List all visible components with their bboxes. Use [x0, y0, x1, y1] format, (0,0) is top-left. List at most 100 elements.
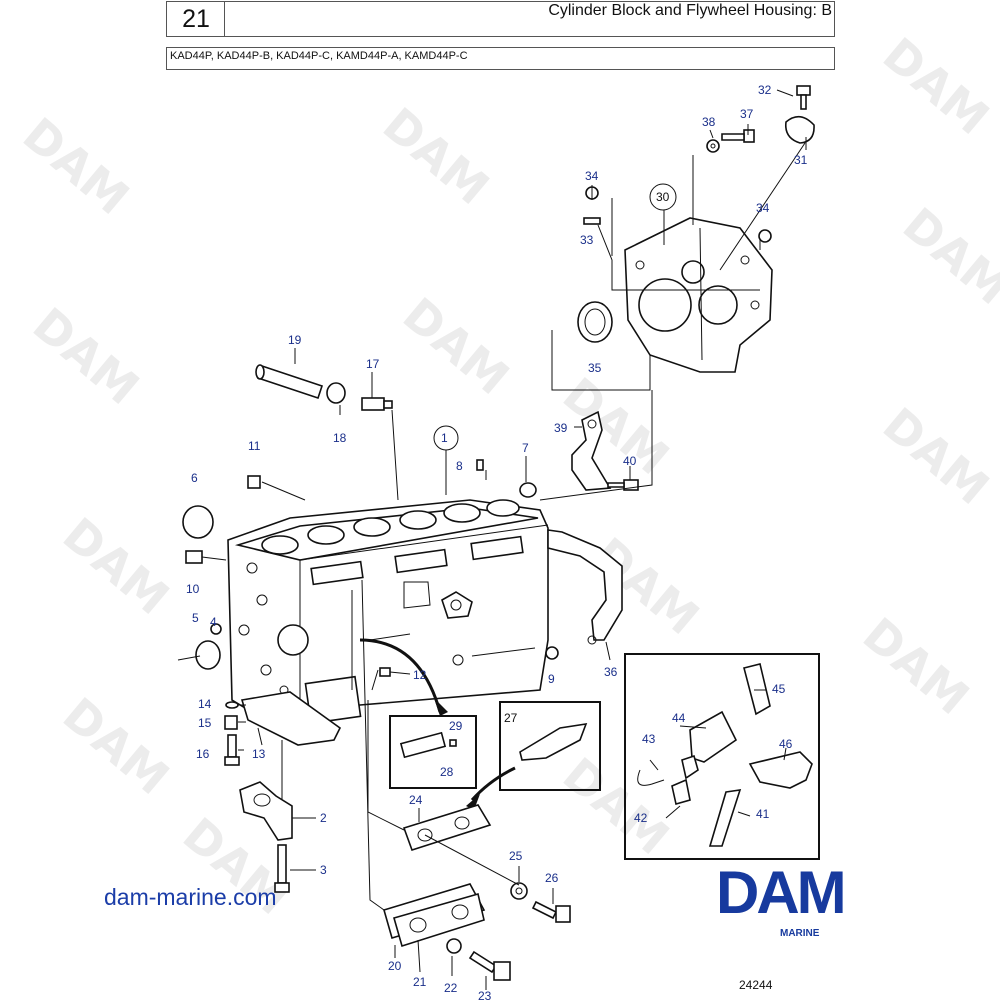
- callout-28: 28: [440, 765, 454, 779]
- section-number: 21: [182, 5, 210, 33]
- callout-12: 12: [413, 668, 427, 682]
- plug-4: [210, 623, 222, 635]
- model-list: KAD44P, KAD44P-B, KAD44P-C, KAMD44P-A, K…: [170, 50, 468, 62]
- watermark: DAM: [553, 747, 679, 865]
- bolt-40: [607, 479, 639, 491]
- callout-41: 41: [756, 807, 770, 821]
- callout-labels: 1 2 3 4 5 6 7 8 9 10 11 12 13 14 15 16 1…: [186, 83, 808, 1000]
- sleeve-15: [224, 715, 238, 730]
- callout-11: 11: [248, 439, 261, 453]
- bearing-cap-2: [239, 781, 293, 841]
- callout-34-right: 34: [756, 201, 770, 215]
- leader-lines-right: [485, 390, 653, 501]
- leader-lines-bearing: [238, 704, 316, 871]
- callout-7: 7: [522, 441, 529, 455]
- callout-5: 5: [192, 611, 199, 625]
- watermark: DAM: [53, 507, 179, 625]
- callout-13: 13: [252, 747, 266, 761]
- callout-44: 44: [672, 711, 686, 725]
- callout-33: 33: [580, 233, 594, 247]
- clamp-18: [326, 382, 346, 404]
- callout-27: 27: [504, 711, 518, 725]
- brand-logo: DAM: [716, 859, 847, 926]
- diagram-title: Cylinder Block and Flywheel Housing: B: [548, 2, 832, 19]
- watermark: DAM: [393, 287, 519, 405]
- callout-19: 19: [288, 333, 302, 347]
- pin-8: [476, 459, 484, 471]
- watermark: DAM: [873, 27, 999, 145]
- crankshaft-seal: [577, 301, 613, 343]
- washer-38: [706, 139, 720, 153]
- callout-15: 15: [198, 716, 212, 730]
- washer-25: [510, 882, 528, 900]
- plug-9: [545, 646, 559, 660]
- callout-8: 8: [456, 459, 463, 473]
- callout-24: 24: [409, 793, 423, 807]
- callout-16: 16: [196, 747, 210, 761]
- bolt-16: [224, 734, 240, 766]
- pin-33: [583, 217, 601, 225]
- callout-39: 39: [554, 421, 568, 435]
- callout-9: 9: [548, 672, 555, 686]
- callout-45: 45: [772, 682, 786, 696]
- models-box: [166, 47, 835, 70]
- callout-29: 29: [449, 719, 463, 733]
- detail-box-breather: [624, 653, 820, 860]
- gasket-36: [547, 529, 623, 661]
- section-number-box: [166, 1, 226, 37]
- callout-26: 26: [545, 871, 559, 885]
- leader-lines-top: [551, 89, 807, 391]
- callout-1: 1: [441, 431, 448, 445]
- brand-subtitle: MARINE: [780, 928, 820, 939]
- leader-lines-rings: [445, 210, 665, 495]
- callout-4: 4: [210, 615, 217, 629]
- plug-6: [182, 505, 214, 539]
- callout-42: 42: [634, 811, 648, 825]
- cover-plate-31: [784, 115, 815, 144]
- watermark: DAM: [893, 197, 1000, 315]
- callout-21: 21: [413, 975, 427, 989]
- gasket-21: [393, 892, 485, 948]
- washer-14: [225, 701, 239, 709]
- leader-lines-bottom: [351, 579, 554, 990]
- seal-5: [177, 640, 221, 670]
- drawing-reference: 24244: [739, 978, 773, 992]
- callout-35: 35: [588, 361, 602, 375]
- callout-37: 37: [740, 107, 754, 121]
- callout-38: 38: [702, 115, 716, 129]
- callout-25: 25: [509, 849, 523, 863]
- callout-40: 40: [623, 454, 637, 468]
- title-box: [224, 1, 835, 37]
- watermark: DAM: [373, 97, 499, 215]
- fitting-10: [185, 550, 227, 564]
- plate-24: [402, 804, 492, 851]
- callout-30: 30: [656, 190, 670, 204]
- watermark: DAM: [13, 107, 139, 225]
- watermark: DAM: [853, 607, 979, 725]
- leader-lines-pipe: [294, 348, 399, 501]
- watermark: DAM: [53, 687, 179, 805]
- inset-box-28-29: [389, 715, 477, 789]
- callout-ring-30: [649, 183, 677, 211]
- callout-43: 43: [642, 732, 656, 746]
- callout-36: 36: [604, 665, 618, 679]
- bracket-39: [571, 410, 612, 491]
- arrowhead-27: [466, 794, 480, 810]
- callout-6: 6: [191, 471, 198, 485]
- website-link[interactable]: dam-marine.com: [104, 884, 277, 910]
- cylinder-block: [227, 499, 549, 736]
- bolt-32: [796, 85, 811, 110]
- arrowhead-28: [434, 698, 448, 716]
- inset-box-27: [499, 701, 601, 791]
- bolt-23: [468, 950, 511, 981]
- callout-10: 10: [186, 582, 200, 596]
- callout-34-left: 34: [585, 169, 599, 183]
- callout-20: 20: [388, 959, 402, 973]
- plug-7: [519, 482, 537, 498]
- pointer-arrow-27: [470, 766, 516, 802]
- flywheel-housing: [624, 217, 773, 373]
- washer-22: [446, 938, 462, 954]
- gasket-13: [240, 691, 342, 746]
- callout-32: 32: [758, 83, 772, 97]
